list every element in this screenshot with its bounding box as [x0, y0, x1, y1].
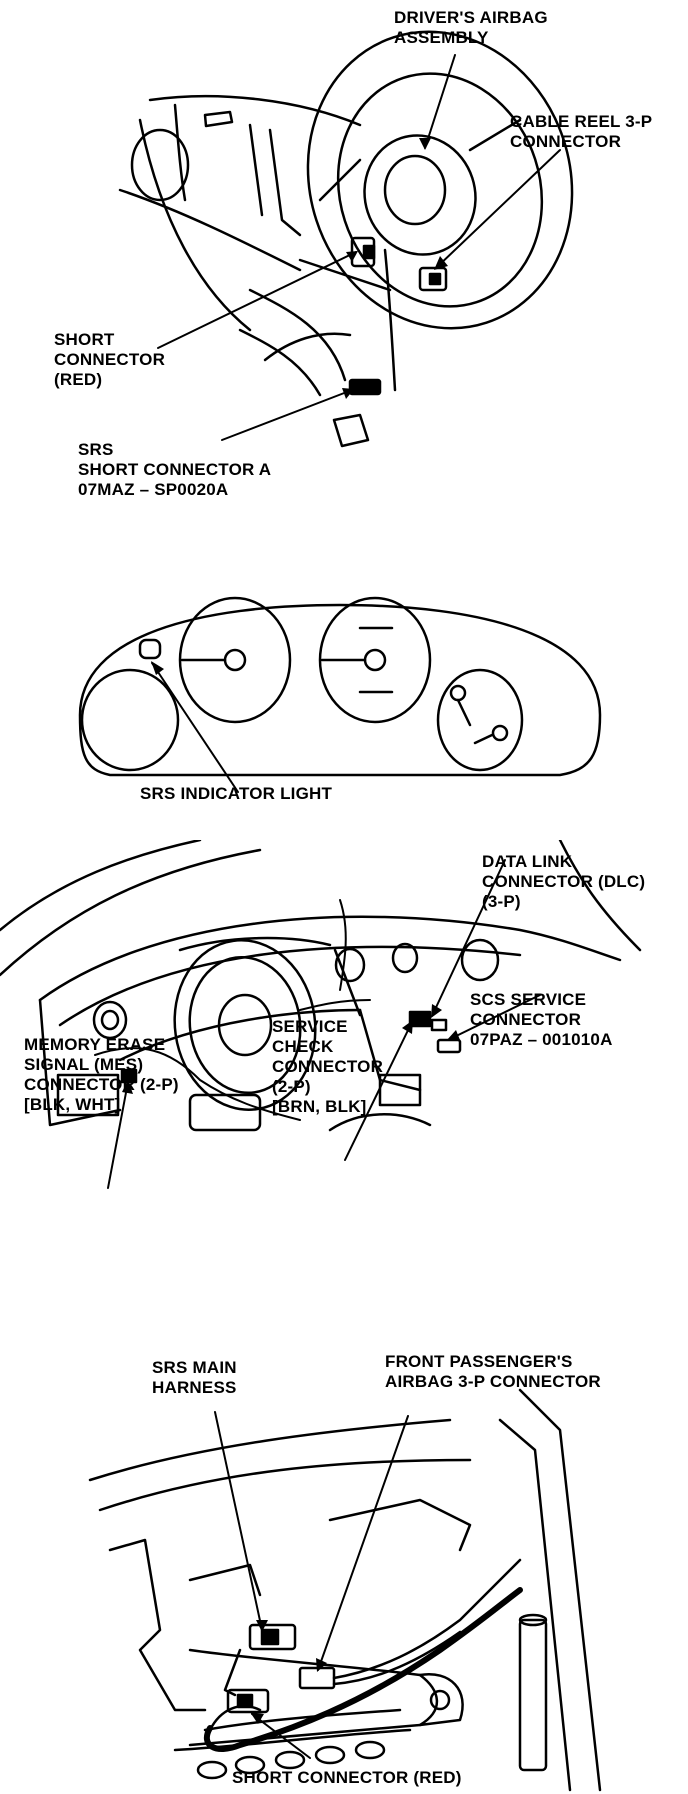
dashboard-illustration: [0, 840, 642, 1189]
gauge-cluster-illustration: [78, 596, 602, 793]
label-short-connector-red-bottom: SHORT CONNECTOR (RED): [232, 1768, 462, 1787]
steering-wheel-illustration: [118, 30, 574, 448]
label-srs-indicator-light: SRS INDICATOR LIGHT: [140, 784, 333, 803]
gauge-cluster-panel: SRS INDICATOR LIGHT: [0, 585, 688, 810]
passenger-airbag-illustration: [88, 1388, 602, 1792]
